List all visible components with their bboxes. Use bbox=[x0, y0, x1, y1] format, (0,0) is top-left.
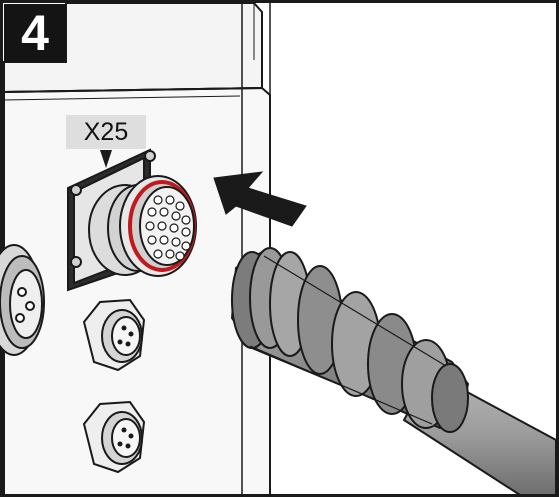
insert-direction-arrow-icon bbox=[213, 171, 307, 227]
connector-label: X25 bbox=[66, 115, 146, 149]
socket-pins bbox=[145, 195, 191, 261]
step-number-badge: 4 bbox=[4, 4, 66, 62]
m12-socket-lower bbox=[82, 400, 146, 474]
side-connector bbox=[0, 244, 45, 356]
x25-socket bbox=[67, 148, 197, 292]
cable-plug bbox=[230, 247, 470, 433]
m12-socket-upper bbox=[82, 298, 146, 372]
label-pointer bbox=[100, 150, 112, 168]
